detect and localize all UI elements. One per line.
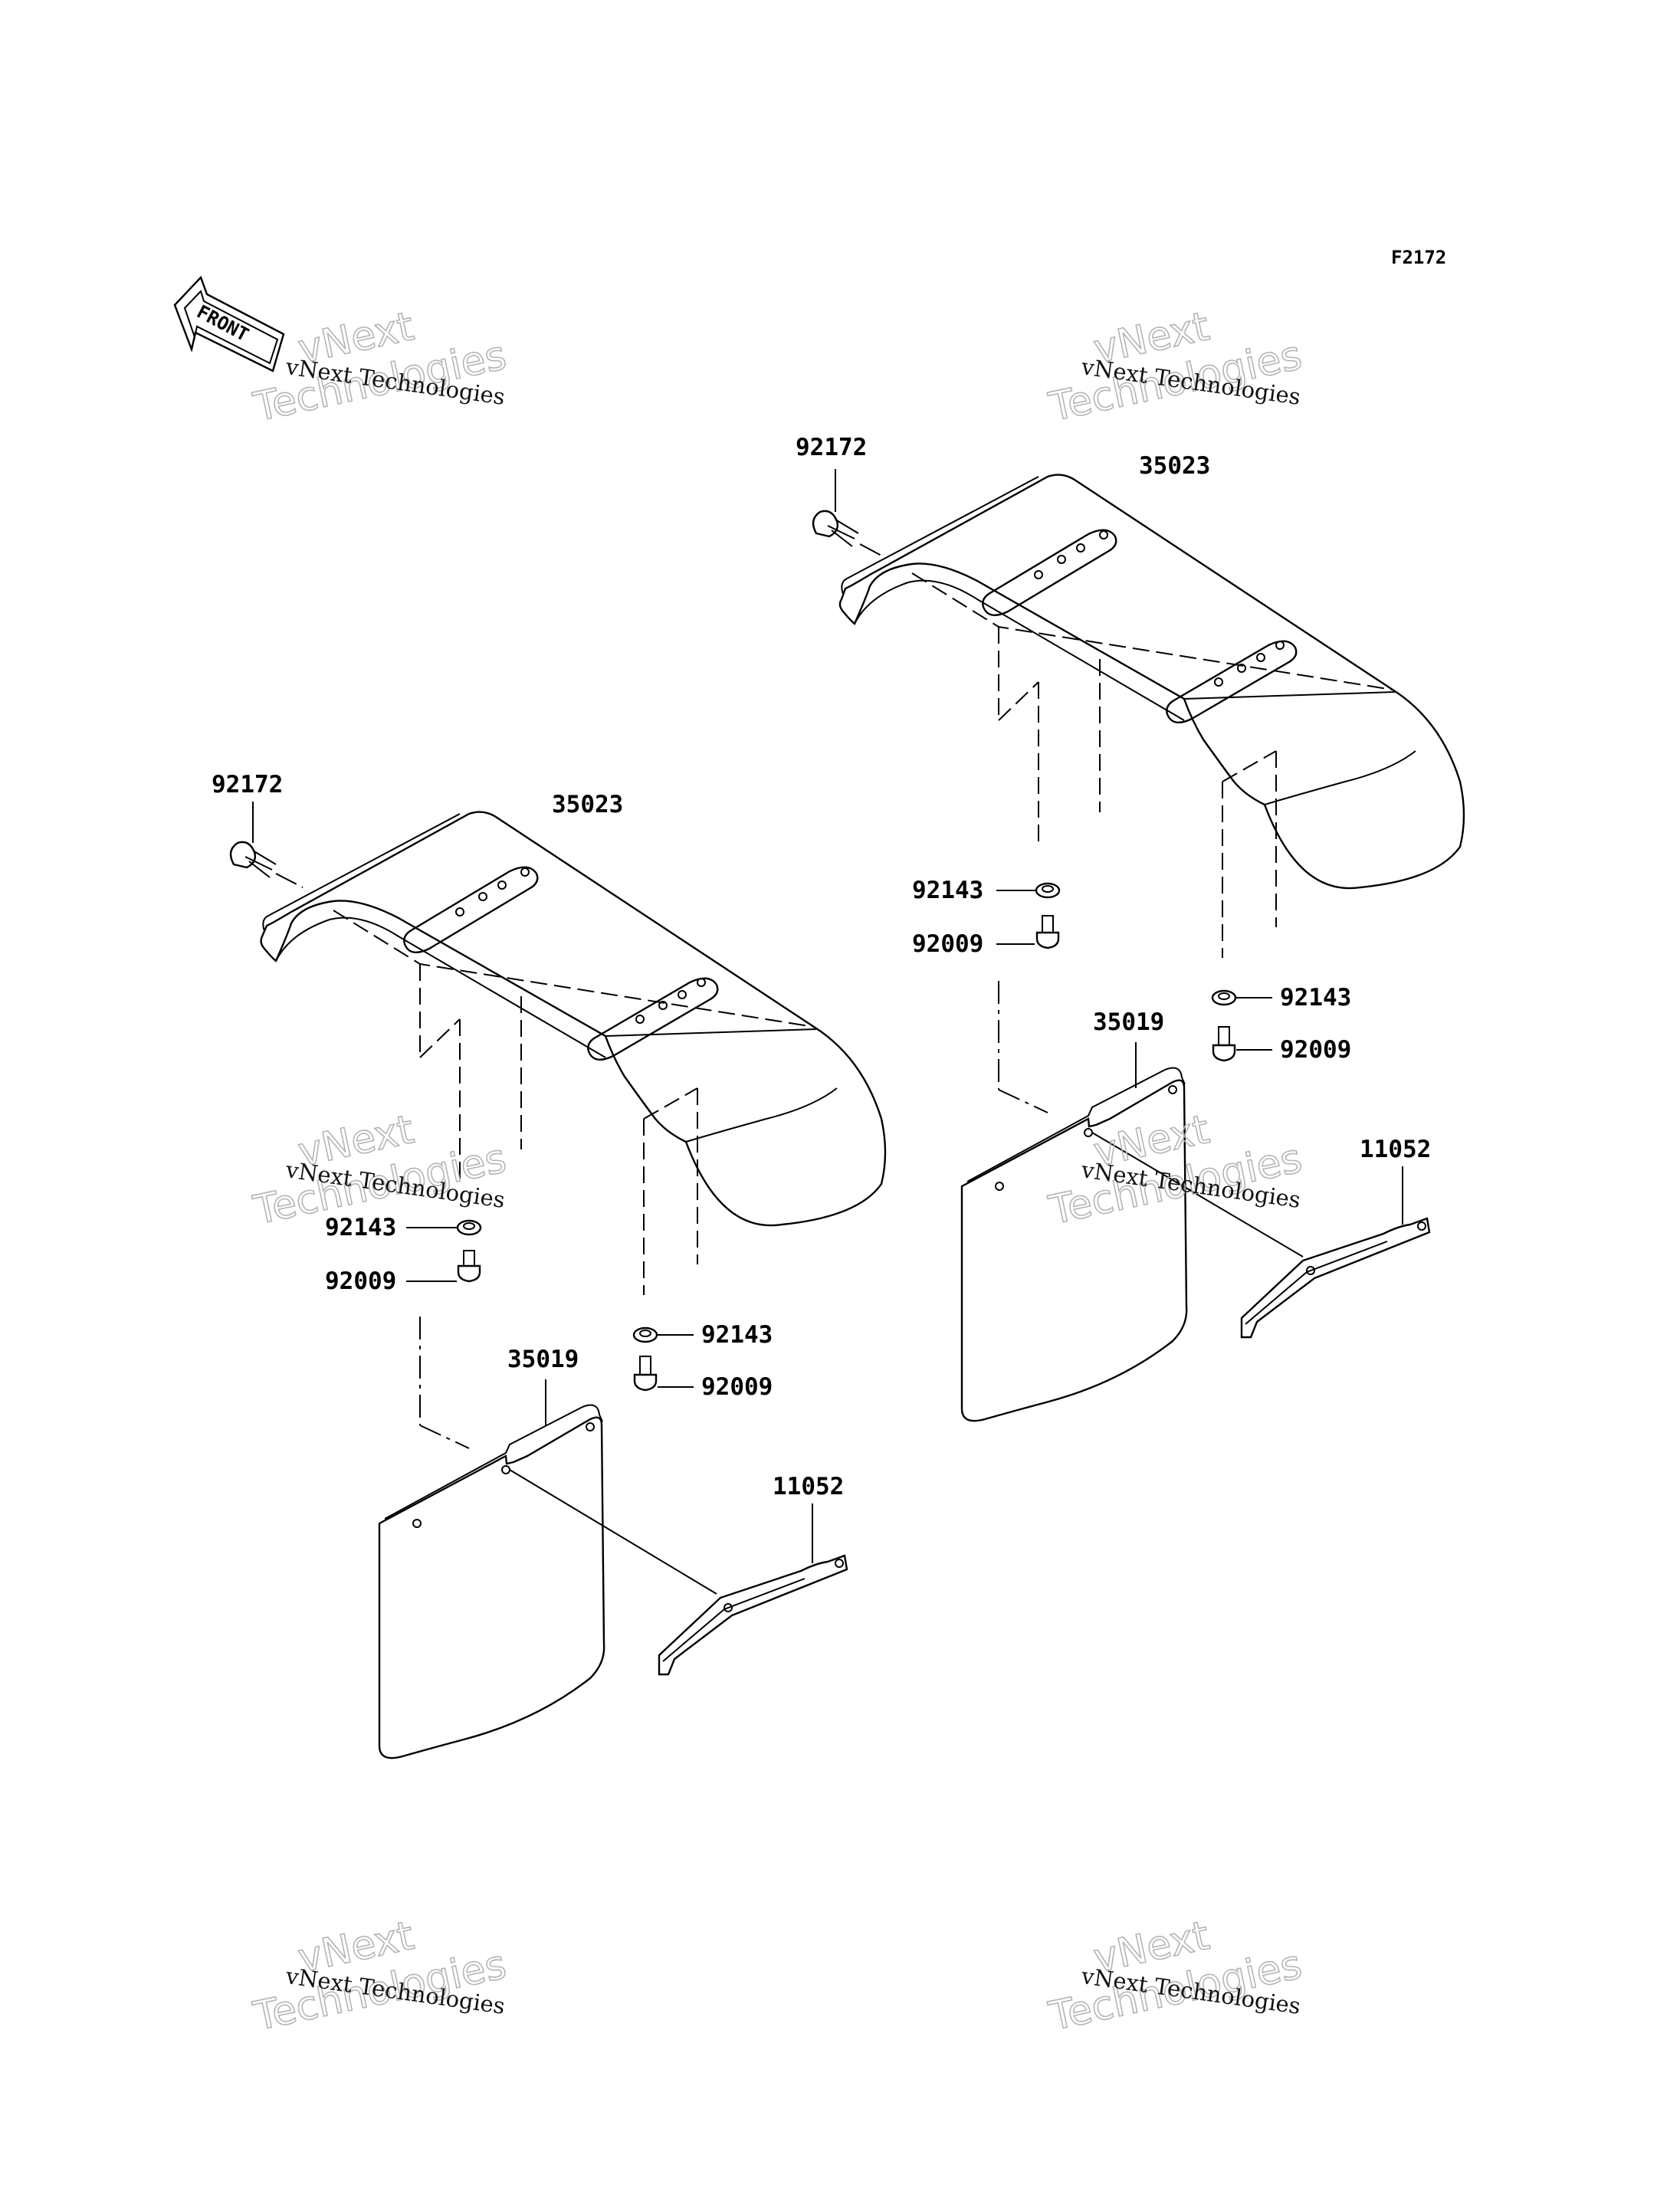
- watermark-mid-right: vNext Technologies: [1045, 1106, 1307, 1235]
- bolt-92172-right: [812, 469, 884, 557]
- bracket-right: [1240, 1166, 1431, 1339]
- right-assembly: [812, 469, 1465, 1422]
- label-35019-left: 35019: [507, 1346, 579, 1373]
- front-arrow-icon: FRONT: [173, 275, 285, 372]
- label-92009-right-2: 92009: [1280, 1036, 1351, 1064]
- fasteners-left-1: [406, 1219, 482, 1449]
- watermark-bottom-left: vNext Technologies: [249, 1912, 511, 2041]
- mud-flap-left: [378, 1379, 717, 1759]
- label-92172-left: 92172: [212, 771, 283, 798]
- label-35019-right: 35019: [1093, 1008, 1164, 1036]
- left-assembly: [229, 802, 887, 1759]
- fender-right: [838, 474, 1465, 958]
- watermark-mid-left: vNext Technologies: [249, 1106, 511, 1235]
- label-92143-right-1: 92143: [912, 877, 983, 904]
- watermark-top-left: vNext Technologies: [249, 303, 511, 431]
- label-11052-left: 11052: [773, 1473, 844, 1500]
- label-92143-left-2: 92143: [701, 1321, 773, 1349]
- watermark-bottom-right: vNext Technologies: [1045, 1912, 1307, 2041]
- label-35023-right: 35023: [1139, 452, 1210, 480]
- label-92009-left-1: 92009: [325, 1267, 396, 1295]
- label-92143-right-2: 92143: [1280, 984, 1351, 1012]
- fasteners-left-2: [632, 1326, 694, 1392]
- bracket-left: [658, 1503, 848, 1676]
- watermark-top-right: vNext Technologies: [1045, 303, 1307, 431]
- fender-left: [260, 811, 887, 1295]
- bolt-92172-left: [229, 802, 304, 888]
- fasteners-right-2: [1211, 989, 1272, 1062]
- label-92143-left-1: 92143: [325, 1214, 396, 1241]
- label-11052-right: 11052: [1360, 1136, 1431, 1163]
- label-35023-left: 35023: [552, 791, 623, 818]
- mud-flap-right: [960, 1042, 1304, 1422]
- label-92172-right: 92172: [796, 434, 867, 461]
- figure-code: F2172: [1391, 247, 1446, 268]
- fasteners-right-1: [996, 882, 1061, 1113]
- label-92009-left-2: 92009: [701, 1373, 773, 1401]
- label-92009-right-1: 92009: [912, 930, 983, 958]
